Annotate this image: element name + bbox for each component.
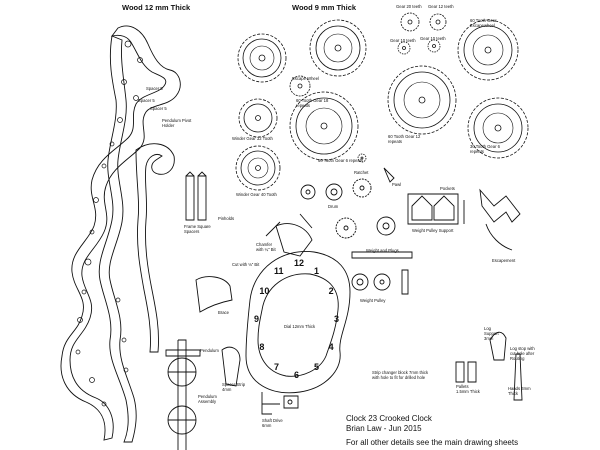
dial-inner: [258, 274, 338, 376]
label-escapement: Escapement: [492, 258, 516, 263]
label-tooth60-2: 60 Tooth Gear 18 repeats: [296, 98, 329, 108]
hand-part: [514, 354, 522, 400]
pawl-part: [384, 168, 394, 182]
ratchet-part: [353, 179, 371, 197]
label-gear12: Gear 12 teeth: [428, 4, 454, 9]
label-gear10a: Gear 10 teeth: [390, 38, 416, 43]
label-log-support: Log Support 3mm: [484, 326, 499, 341]
label-ratchet: Ratchet: [354, 170, 369, 175]
dial-outline: [246, 251, 350, 392]
title-line2: Brian Law - Jun 2015: [346, 424, 422, 433]
frame-spacer-b: [198, 176, 206, 220]
heading-wood9: Wood 9 mm Thick: [292, 3, 357, 12]
dial-numeral: 9: [254, 314, 260, 324]
label-chamfer: Chamfer with ¼" Bit: [256, 242, 276, 252]
label-spacer5b: Spacer 5: [138, 98, 155, 103]
crooked-frame-outline: [61, 26, 180, 440]
drum-part: [326, 184, 342, 200]
label-spacer-strip: Spacer Strip 4mm: [222, 382, 246, 392]
drum-large: [336, 218, 356, 238]
dial-numeral: 12: [294, 258, 305, 268]
crooked-frame-upright: [99, 36, 136, 442]
escapement-part: [480, 190, 520, 222]
dial-numeral: 5: [314, 362, 320, 373]
label-hands: Hands 3mm Thick: [508, 386, 531, 396]
label-pawl: Pawl: [392, 182, 402, 187]
dial-numeral: 2: [328, 286, 334, 296]
dial-numeral: 1: [314, 265, 320, 276]
label-tooth30-b: 30 Tooth Gear 6 repeats: [470, 144, 500, 154]
label-tooth60-3: 60 Tooth Gear 12 repeats: [388, 134, 421, 144]
weight-pulley: [352, 274, 368, 290]
label-drum: Drum: [328, 204, 339, 209]
dial-numeral: 7: [274, 362, 280, 373]
label-weight-and-plugs: Weight and Plugs: [366, 248, 399, 253]
label-pendulum-assy: Pendulum Assembly: [198, 394, 217, 404]
bracket-arm: [136, 144, 174, 352]
label-tooth60-6: 60 Tooth Gear 6 repeats: [318, 158, 364, 163]
label-note-strip: Strip changer block 7mm thick with hole …: [372, 370, 429, 380]
frame-holes: [76, 41, 143, 406]
label-frame-spacers: Frame Square Spacers: [184, 224, 211, 234]
label-pockets: Pockets: [440, 186, 455, 191]
dial-numeral: 8: [259, 342, 265, 352]
label-log-stop: Log stop with cut hole after Routing: [510, 346, 535, 361]
gear-group: [236, 13, 528, 190]
label-pinholds: Pinholds: [218, 216, 235, 221]
label-dial: Dial 12mm Thick: [284, 324, 316, 329]
dial-numeral: 6: [294, 370, 300, 380]
pocket-b: [434, 196, 454, 220]
dial-numeral: 3: [334, 314, 340, 324]
pallet-part: [222, 347, 240, 386]
label-escape-wheel: Escape Wheel: [292, 76, 319, 81]
label-weight-pulley-support: Weight Pulley Support: [412, 228, 454, 233]
pendulum-pivot-part: [166, 350, 200, 356]
small-bracket: [262, 392, 280, 414]
label-spacer5c: Spacer 5: [150, 106, 167, 111]
frame-spacer-a: [186, 176, 194, 220]
label-cut-with: Cut with ⅛" Bit: [232, 262, 260, 267]
label-weight-pulley: Weight Pulley: [360, 298, 386, 303]
label-winder32: Winder Gear 32 Tooth: [232, 136, 273, 141]
pocket-a: [412, 196, 432, 220]
label-spacer5a: Spacer 5: [146, 86, 163, 91]
heading-wood12: Wood 12 mm Thick: [122, 3, 191, 12]
label-winder40: Winder Gear 40 Tooth: [236, 192, 277, 197]
label-pallets: Pallets 1.5mm Thick: [456, 384, 480, 394]
dial-numeral: 11: [274, 265, 284, 276]
brace-part: [196, 277, 232, 312]
label-shaft: Shaft Drive 6mm: [262, 418, 283, 428]
label-pendulum-rod: Pendulum: [200, 348, 219, 353]
label-gear10b: Gear 10 teeth: [420, 36, 446, 41]
dial-numeral: 10: [259, 286, 270, 296]
title-line3: For all other details see the main drawi…: [346, 438, 519, 447]
label-tooth60-escape: 60 Tooth Gear Escapewheel: [470, 18, 497, 28]
title-line1: Clock 23 Crooked Clock: [346, 414, 432, 423]
label-brace: Brace: [218, 310, 229, 315]
label-gear20: Gear 20 teeth: [396, 4, 422, 9]
dial-numeral: 4: [328, 342, 334, 352]
label-pendulum-pivot: Pendulum Pivot Holder: [162, 118, 192, 128]
